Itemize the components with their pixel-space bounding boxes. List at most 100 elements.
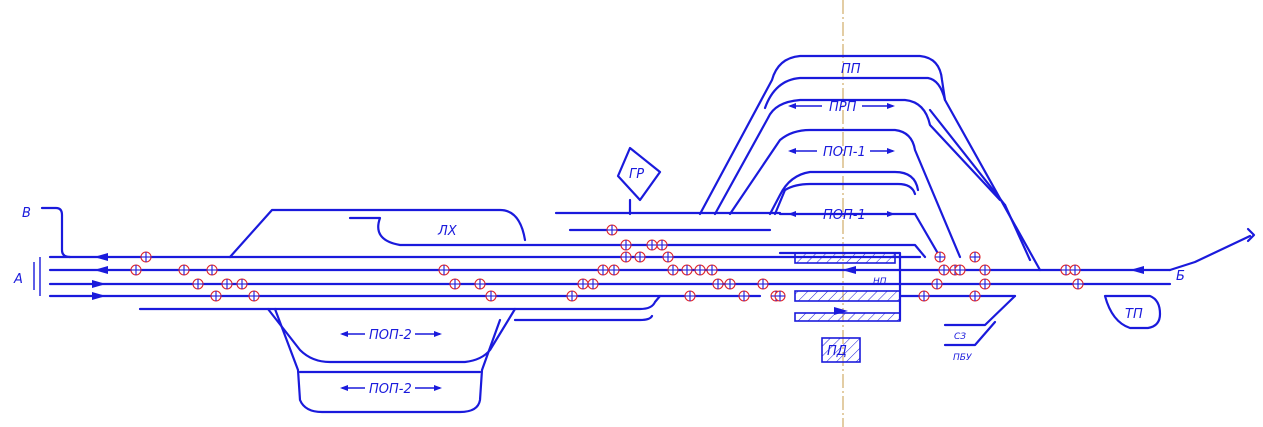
- lh-inner: [348, 216, 927, 259]
- signal-marker: [587, 278, 599, 290]
- arrow-left-1: [94, 253, 108, 261]
- sp-loop: [698, 54, 1042, 272]
- signal-marker: [178, 264, 190, 276]
- lh-track: [228, 208, 527, 259]
- label-pop2-top: ПОП-2: [369, 328, 412, 343]
- arrow-right-4: [92, 292, 106, 300]
- signal-marker: [438, 264, 450, 276]
- signal-marker: [577, 278, 589, 290]
- label-pbu: ПБУ: [953, 353, 972, 363]
- signal-marker: [620, 239, 632, 251]
- track-v-approach: [40, 206, 72, 259]
- pbu-track-1: [943, 294, 1017, 327]
- label-pop1-top: ПОП-1: [823, 145, 866, 160]
- pop1-top-track: [728, 128, 962, 259]
- right-diag-2: [1003, 203, 1032, 262]
- platform-bracket: [778, 251, 902, 322]
- sp-loop-inner: [763, 76, 947, 110]
- label-v: В: [22, 206, 31, 221]
- signal-marker: [667, 264, 679, 276]
- signal-marker: [969, 290, 981, 302]
- signal-marker: [485, 290, 497, 302]
- signal-marker: [954, 264, 966, 276]
- lower-connector-right: [513, 314, 654, 322]
- label-gr: ГР: [629, 167, 644, 182]
- signal-marker: [474, 278, 486, 290]
- platform-1: [794, 252, 896, 264]
- right-diag-1: [928, 108, 1007, 207]
- arrow-left-2: [94, 266, 108, 274]
- signal-markers: [130, 224, 1084, 302]
- signal-marker: [757, 278, 769, 290]
- signal-marker: [979, 278, 991, 290]
- signal-marker: [706, 264, 718, 276]
- signal-marker: [656, 239, 668, 251]
- signal-marker: [694, 264, 706, 276]
- signal-marker: [738, 290, 750, 302]
- signal-marker: [918, 290, 930, 302]
- signal-marker: [210, 290, 222, 302]
- direction-arrows: [92, 253, 1144, 315]
- platform-3: [794, 312, 901, 322]
- signal-marker: [712, 278, 724, 290]
- arrow-left-b: [1130, 266, 1144, 274]
- signal-marker: [662, 251, 674, 263]
- signal-marker: [1069, 264, 1081, 276]
- signal-marker: [681, 264, 693, 276]
- pop1-bottom-track: [773, 182, 917, 216]
- signal-marker: [140, 251, 152, 263]
- signal-marker: [248, 290, 260, 302]
- signal-marker: [646, 239, 658, 251]
- label-prp: ПРП: [829, 100, 857, 115]
- signal-marker: [724, 278, 736, 290]
- signal-marker: [938, 264, 950, 276]
- label-pp: ПП: [841, 62, 861, 77]
- label-lh: ЛХ: [437, 224, 458, 239]
- signal-marker: [597, 264, 609, 276]
- signal-marker: [608, 264, 620, 276]
- platform-2: [794, 290, 901, 302]
- signal-marker: [221, 278, 233, 290]
- label-sz: СЗ: [954, 332, 966, 342]
- pop2-lower-main: [138, 294, 662, 311]
- pd-building: [821, 337, 861, 363]
- signal-marker: [236, 278, 248, 290]
- signal-marker: [606, 224, 618, 236]
- signal-marker: [979, 264, 991, 276]
- signal-marker: [566, 290, 578, 302]
- signal-marker: [934, 251, 946, 263]
- prp-track: [713, 98, 1002, 216]
- signal-marker: [130, 264, 142, 276]
- main-tracks: [33, 206, 1256, 298]
- connector-a: [33, 257, 41, 296]
- gr-building: [616, 146, 662, 202]
- upper-right-connector: [913, 212, 942, 259]
- pop1-mid-track: [768, 170, 920, 216]
- pop2-bottom-loop: [273, 307, 502, 414]
- arrow-left-mid: [842, 266, 856, 274]
- upper-tracks: [228, 54, 1042, 272]
- signal-marker: [774, 290, 786, 302]
- signal-marker: [1060, 264, 1072, 276]
- platforms: [778, 251, 902, 363]
- signal-marker: [969, 251, 981, 263]
- arrow-right-3: [92, 280, 106, 288]
- tp-track: [1103, 294, 1162, 330]
- signal-marker: [206, 264, 218, 276]
- label-np: НП: [873, 277, 887, 287]
- track-b-end: [1246, 227, 1256, 243]
- label-pop2-bottom: ПОП-2: [369, 382, 412, 397]
- pbu-track-2: [943, 320, 997, 347]
- signal-marker: [192, 278, 204, 290]
- pop2-top-loop: [266, 307, 517, 364]
- label-tp: ТП: [1125, 307, 1143, 322]
- signal-marker: [634, 251, 646, 263]
- label-pd: ПД: [827, 344, 847, 359]
- lower-tracks: [138, 294, 1162, 414]
- label-pop1-bottom: ПОП-1: [823, 208, 866, 223]
- label-a: А: [13, 272, 23, 287]
- signal-marker: [1072, 278, 1084, 290]
- track-b-approach: [1168, 234, 1252, 272]
- signal-marker: [684, 290, 696, 302]
